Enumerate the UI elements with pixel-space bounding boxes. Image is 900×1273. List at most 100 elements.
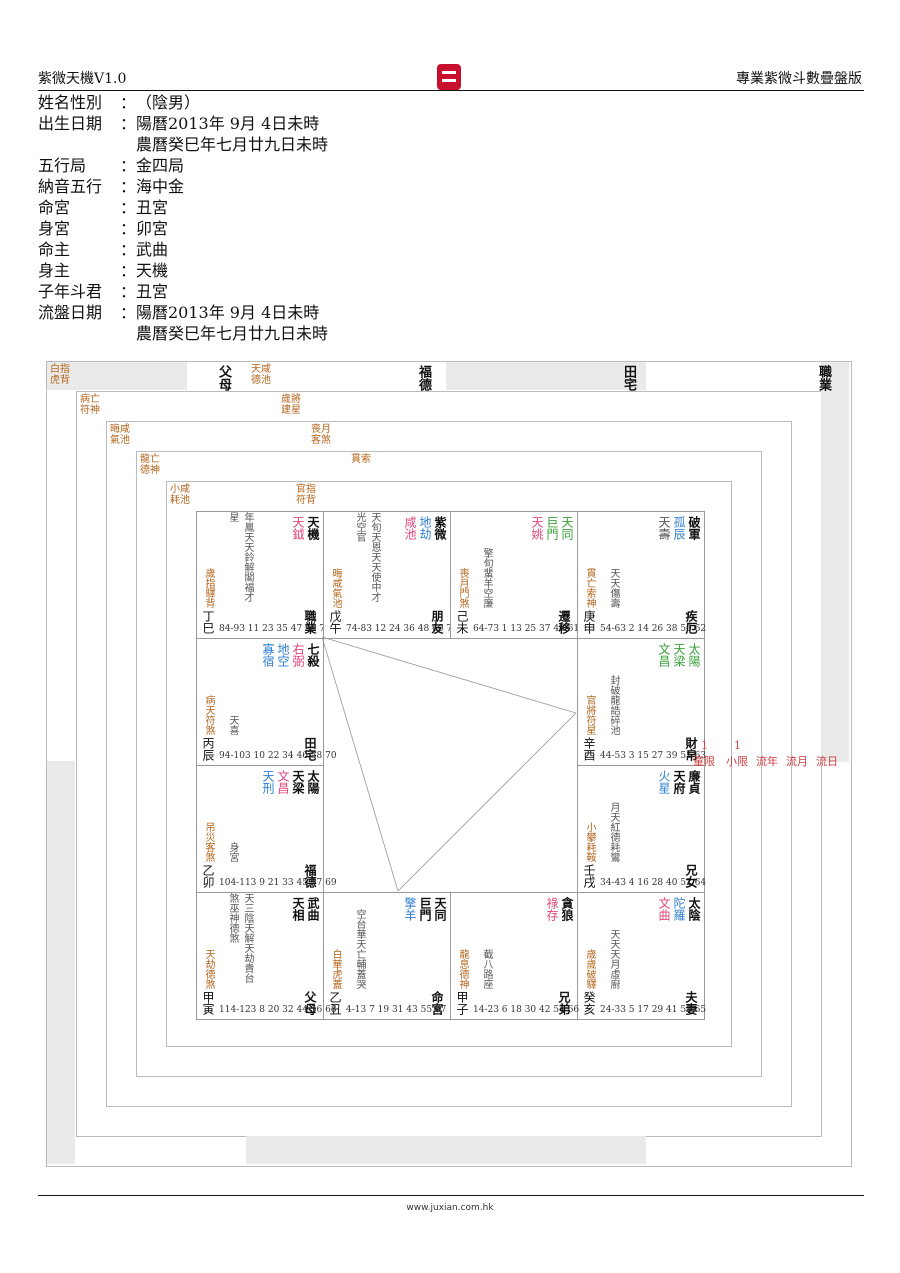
info-value: 農曆癸巳年七月廿九日未時 [136, 135, 329, 154]
palace-stars: 廉貞天府火星 [657, 770, 701, 794]
star: 天刑 [261, 770, 275, 794]
centre-triangle [322, 637, 576, 891]
info-row: 身宮：卯宮 [38, 218, 328, 239]
info-key: 出生日期 [38, 114, 103, 133]
palace-ages: 54-63 2 14 26 38 50 62 [600, 624, 707, 634]
info-colon: ： [120, 156, 137, 175]
limit-label: 小限 [726, 755, 748, 768]
palace-name: 財帛 [684, 737, 698, 761]
band [246, 1136, 646, 1164]
star: 火星 [657, 770, 671, 794]
minor-stars: 天旬天恩天天使中才光空官 [354, 512, 380, 602]
palace-ganzhi: 丙辰 [201, 737, 215, 761]
minor-stars: 天三陰天解天劫貴台煞巫神德煞 [227, 893, 253, 983]
info-row: 姓名性別：（陰男） [38, 92, 328, 113]
palace-ganzhi: 甲寅 [201, 991, 215, 1015]
star: 文曲 [657, 897, 671, 921]
shen-sha: 病天符煞 [203, 695, 214, 735]
info-key: 命宮 [38, 198, 71, 217]
palace-stars: 天機天鉞 [291, 516, 320, 540]
band [821, 362, 849, 762]
star: 地空 [276, 643, 290, 667]
header-divider [38, 90, 864, 91]
ring-label: 小咸耗池 [170, 484, 190, 506]
info-colon: ： [120, 261, 137, 280]
minor-stars: 年鳳天天鈴解閣福才星 [227, 512, 253, 602]
star: 貪狼 [560, 897, 574, 921]
star: 太陰 [687, 897, 701, 921]
info-key: 子年斗君 [38, 282, 103, 301]
minor-stars: 天天天月虛廚 [608, 929, 619, 989]
info-key: 身宮 [38, 219, 71, 238]
star: 天同 [433, 897, 447, 921]
shen-sha: 白華虎蓋 [330, 949, 341, 989]
star: 地劫 [418, 516, 432, 540]
info-colon [120, 134, 136, 155]
info-value: 農曆癸巳年七月廿九日未時 [136, 324, 329, 343]
palace-ganzhi: 癸亥 [582, 991, 596, 1015]
palace-name: 朋友 [430, 610, 444, 634]
minor-stars: 空台華天亡輔蓋哭 [354, 909, 365, 989]
star: 右弼 [291, 643, 305, 667]
info-colon: ： [120, 177, 137, 196]
palace-ganzhi: 庚申 [582, 610, 596, 634]
info-row: 納音五行：海中金 [38, 176, 328, 197]
shen-sha: 晦咸氣池 [330, 568, 341, 608]
star: 孤辰 [672, 516, 686, 540]
info-row: 命宮：丑宮 [38, 197, 328, 218]
info-colon: ： [120, 114, 137, 133]
palace-name: 夫妻 [684, 991, 698, 1015]
palace-stars: 天同巨門擎羊 [403, 897, 447, 921]
app-name: 紫微天機V1.0 [38, 71, 127, 87]
star: 天壽 [657, 516, 671, 540]
shen-sha: 歲歲破驛 [584, 949, 595, 989]
band [47, 761, 75, 1164]
palace-ages: 94-103 10 22 34 46 58 70 [219, 751, 337, 761]
minor-stars: 截八路座 [481, 949, 492, 989]
palace-ages: 84-93 11 23 35 47 59 71 [219, 624, 331, 634]
info-colon: ： [120, 198, 137, 217]
star: 天梁 [291, 770, 305, 794]
star: 七殺 [306, 643, 320, 667]
minor-stars: 天天傷壽 [608, 568, 619, 608]
palace-name: 兄女 [684, 864, 698, 888]
info-key: 流盤日期 [38, 303, 103, 322]
palace-stars: 太陰陀羅文曲 [657, 897, 701, 921]
info-value: 丑宮 [136, 282, 169, 301]
limit-label: 流年 [756, 755, 778, 768]
palace-ganzhi: 甲子 [455, 991, 469, 1015]
palace-ages: 4-13 7 19 31 43 55 67 [346, 1005, 447, 1015]
band [47, 362, 187, 390]
info-row: 命主：武曲 [38, 239, 328, 260]
ring-label: 白指虎背 [50, 364, 70, 386]
band [446, 362, 646, 390]
minor-stars: 月天紅德耗鸞 [608, 802, 619, 862]
palace-ages: 114-123 8 20 32 44 56 68 [219, 1005, 337, 1015]
palace-ages: 34-43 4 16 28 40 52 64 [600, 878, 707, 888]
info-row: 農曆癸巳年七月廿九日未時 [38, 134, 328, 155]
ring-label: 晦咸氣池 [110, 424, 130, 446]
ring-label: 歲將建星 [281, 394, 301, 416]
star: 太陽 [306, 770, 320, 794]
brand-logo-icon [437, 64, 461, 90]
limit-label: 流月 [786, 755, 808, 768]
info-key: 五行局 [38, 156, 87, 175]
birth-info: 姓名性別：（陰男）出生日期：陽曆2013年 9月 4日未時農曆癸巳年七月廿九日未… [38, 92, 328, 344]
shen-sha: 貫亡索神 [584, 568, 595, 608]
star: 太陽 [687, 643, 701, 667]
ring-label: 官指符背 [296, 484, 316, 506]
palace-stars: 太陽天梁文昌 [657, 643, 701, 667]
info-colon: ： [120, 93, 137, 112]
